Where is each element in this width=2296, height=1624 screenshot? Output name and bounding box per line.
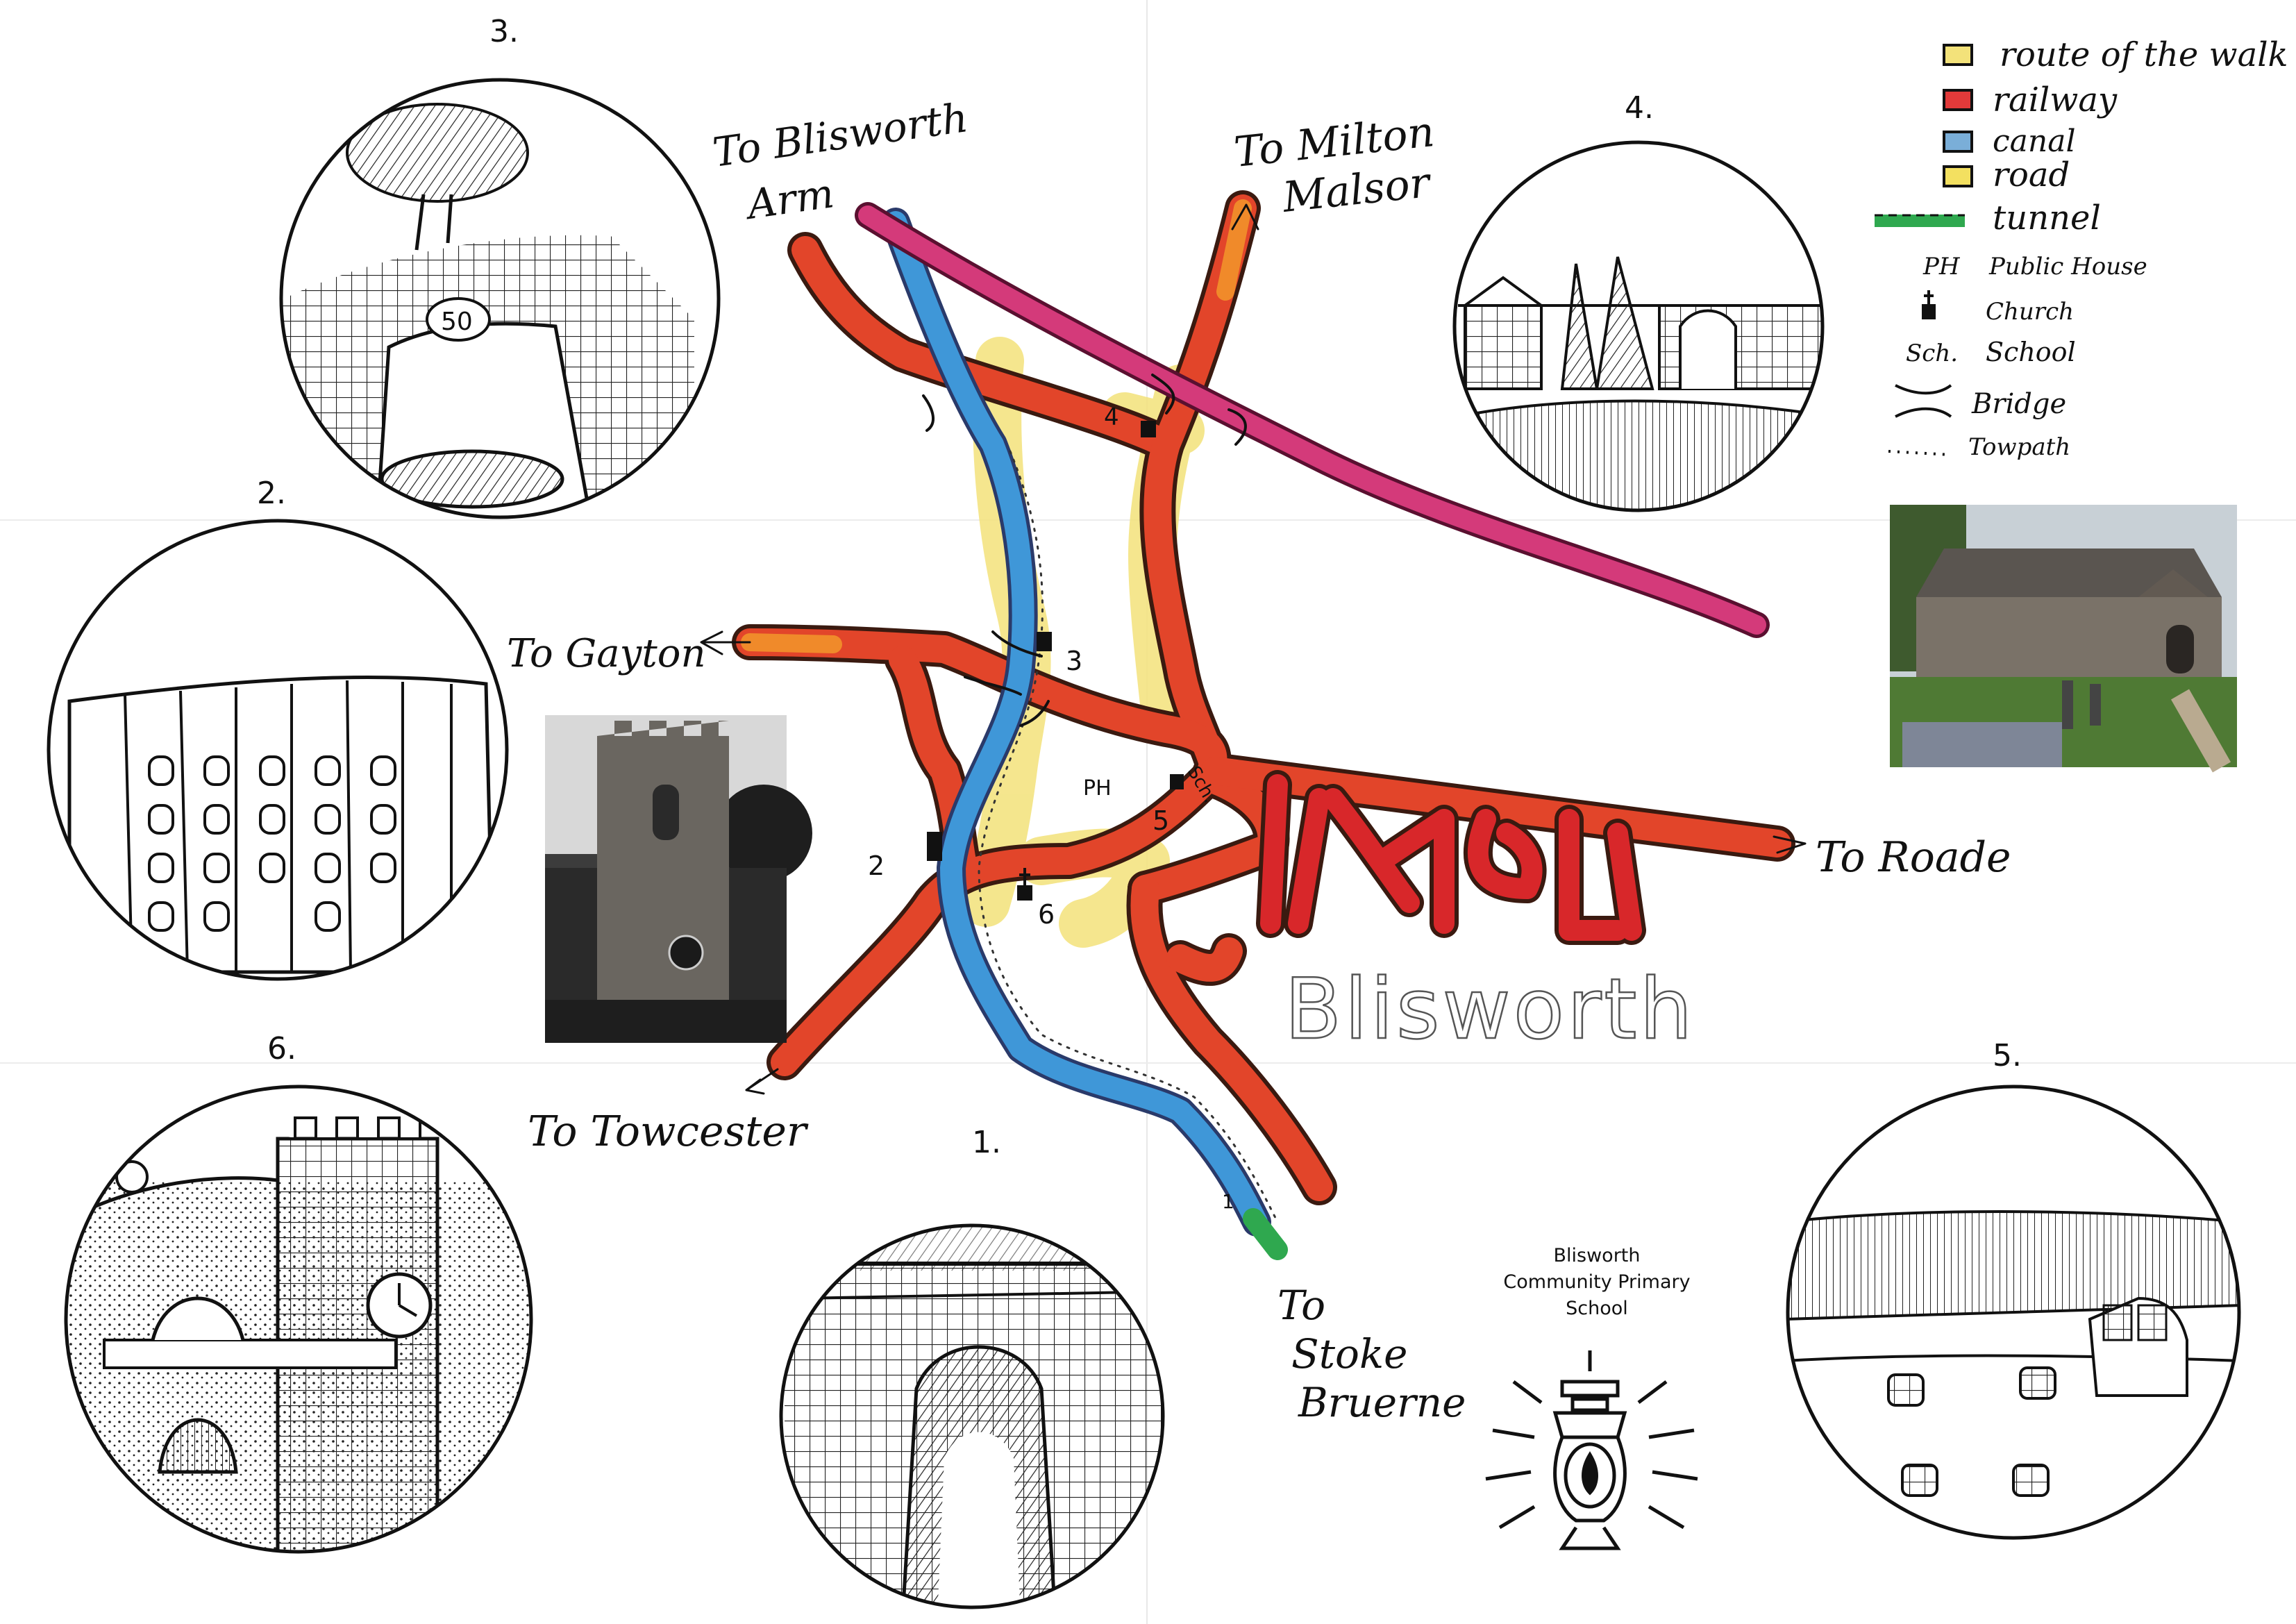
legend-ph-abbr: PH — [1922, 253, 1961, 281]
to-gayton: To Gayton — [507, 631, 706, 676]
road-ends — [741, 199, 1252, 653]
legend-canal-label: canal — [1993, 124, 2076, 159]
vignette-1-number: 1. — [972, 1125, 1001, 1160]
bridge-symbols — [922, 374, 1247, 727]
speed-sign-text: 50 — [441, 308, 473, 336]
map-markers — [927, 421, 1184, 901]
legend-bridge-label: Bridge — [1971, 388, 2066, 420]
point-4-marker — [1141, 421, 1156, 437]
legend-school-abbr: Sch. — [1906, 340, 1958, 367]
point-5-label: 5 — [1153, 805, 1169, 836]
legend-road-swatch — [1943, 165, 1973, 187]
legend-towpath-icon — [1888, 450, 1952, 456]
point-1-label: 1 — [1222, 1190, 1234, 1213]
point-5-marker — [1170, 774, 1184, 789]
canal — [881, 208, 1271, 1237]
point-3-marker — [1037, 632, 1052, 651]
church-tower-photo — [545, 715, 812, 1043]
point-2-marker — [927, 832, 942, 861]
vignette-3-frame — [279, 78, 721, 519]
vignette-2: 2. — [47, 476, 509, 981]
church-cross-icon — [1019, 868, 1030, 885]
legend-canal-swatch — [1943, 131, 1973, 153]
vignette-1-frame — [779, 1223, 1165, 1609]
legend-towpath-label: Towpath — [1968, 433, 2070, 461]
town-name: Blisworth — [1284, 962, 1695, 1058]
to-stoke-bruerne-line1: To — [1277, 1282, 1325, 1329]
church-marker — [1017, 885, 1032, 901]
school-name-line2: Community Primary — [1503, 1271, 1691, 1293]
legend-route-label: route of the walk — [2000, 35, 2288, 74]
school-lamp-logo — [1485, 1350, 1698, 1550]
legend-ph-label: Public House — [1988, 253, 2147, 281]
vignette-5-frame — [1786, 1085, 2241, 1540]
vignette-5-number: 5. — [1993, 1038, 2022, 1073]
vignette-3-number: 3. — [489, 14, 519, 49]
legend-church-label: Church — [1986, 298, 2074, 326]
to-stoke-bruerne-line2: Stoke — [1291, 1330, 1407, 1378]
point-3-label: 3 — [1066, 646, 1082, 676]
legend-bridge-icon — [1895, 384, 1952, 418]
vignette-4: 4. — [1452, 90, 1825, 512]
legend-tunnel-label: tunnel — [1993, 199, 2101, 237]
legend-route-swatch — [1943, 44, 1973, 66]
vignette-5: 5. — [1786, 1038, 2241, 1540]
vignette-4-frame — [1452, 140, 1825, 512]
tunnel — [1243, 1208, 1288, 1260]
school-name-line1: Blisworth — [1553, 1245, 1641, 1266]
vignette-6-frame — [64, 1085, 533, 1554]
point-6-label: 6 — [1038, 899, 1055, 930]
legend-railway-label: railway — [1993, 81, 2118, 119]
vignette-6-number: 6. — [267, 1031, 296, 1066]
vignette-6: 6. — [64, 1031, 533, 1554]
school-name-line3: School — [1566, 1298, 1628, 1319]
legend: route of the walk railway canal road tun… — [1875, 35, 2288, 461]
church-photo — [1890, 505, 2237, 773]
vignette-1: 1. — [779, 1125, 1165, 1609]
destination-arrows — [700, 203, 1807, 1095]
railway — [855, 202, 1770, 638]
estate-streets-fill — [1260, 774, 1642, 941]
legend-school-label: School — [1986, 337, 2076, 367]
to-towcester: To Towcester — [528, 1107, 809, 1156]
legend-church-icon — [1922, 304, 1936, 319]
school-name: Blisworth Community Primary School — [1493, 1243, 1701, 1322]
to-roade: To Roade — [1816, 833, 2011, 882]
to-stoke-bruerne-line3: Bruerne — [1298, 1379, 1466, 1426]
point-2-label: 2 — [868, 851, 885, 881]
to-blisworth-arm-line1: To Blisworth — [710, 94, 971, 176]
to-blisworth-arm-line2: Arm — [741, 169, 837, 228]
point-4-label: 4 — [1104, 403, 1119, 431]
vignette-2-number: 2. — [257, 476, 286, 511]
legend-railway-swatch — [1943, 89, 1973, 111]
fold-line-horizontal-bottom — [0, 1062, 2296, 1064]
public-house-label: PH — [1083, 776, 1112, 801]
vignette-4-number: 4. — [1625, 90, 1654, 126]
legend-road-label: road — [1993, 156, 2070, 194]
map-routes — [700, 190, 1807, 1260]
vignette-3: 50 3. — [279, 14, 721, 519]
vignette-2-frame — [47, 519, 509, 981]
towpath — [978, 450, 1279, 1223]
